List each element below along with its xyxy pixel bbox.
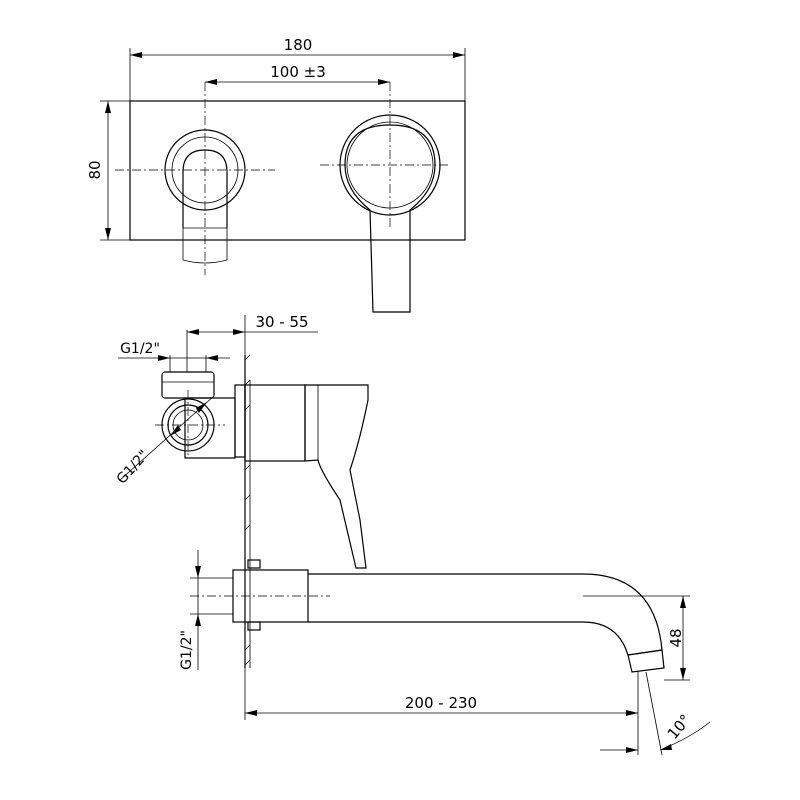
spout-aerator: [627, 649, 665, 673]
spout-pipe: [308, 573, 663, 656]
dim-wall-depth: 30 - 55: [255, 313, 308, 331]
side-view: 30 - 55 G1/2" G1/2" G1/2" 200 - 230: [114, 313, 711, 756]
wall-hatching: [244, 354, 251, 666]
dim-spout-projection: 200 - 230: [405, 694, 477, 712]
dim-inlet-thread-side: G1/2": [114, 447, 153, 487]
front-view: 180 100 ±3 80: [86, 36, 466, 313]
dim-inlet-thread-top: G1/2": [120, 341, 160, 357]
concealed-body: [184, 397, 236, 459]
dim-spout-angle: 10°: [664, 711, 695, 743]
wall-plate: [129, 100, 466, 241]
dim-height: 80: [86, 160, 104, 179]
mixer-cover: [244, 384, 306, 462]
dim-total-width: 180: [284, 36, 313, 54]
dim-spout-drop: 48: [667, 628, 685, 647]
lever-side: [304, 384, 369, 569]
dim-center-distance: 100 ±3: [270, 63, 326, 81]
dim-spout-thread: G1/2": [179, 630, 195, 670]
